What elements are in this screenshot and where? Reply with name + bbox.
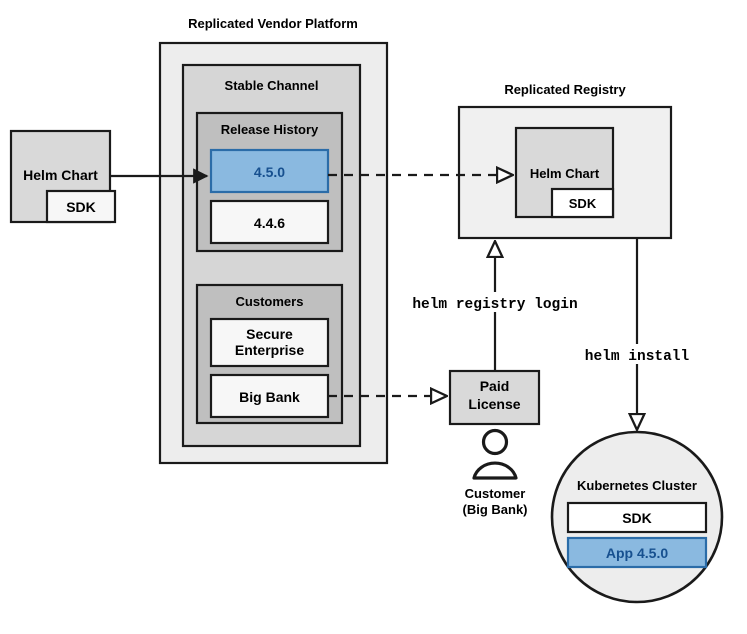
cluster-app-box [566, 536, 708, 569]
source-sdk-box [45, 189, 117, 224]
release-item-450-box[interactable] [209, 148, 330, 194]
registry-title: Replicated Registry [504, 82, 626, 97]
registry-helm-chart-label: Helm Chart [530, 166, 600, 181]
customer-big-bank-label: Big Bank [239, 389, 300, 405]
customer-secure-enterprise-box[interactable] [209, 317, 330, 368]
release-item-446-label: 4.4.6 [254, 215, 285, 231]
vendor-platform-title: Replicated Vendor Platform [188, 16, 358, 31]
release-item-446-box[interactable] [209, 199, 330, 245]
stable-channel-label: Stable Channel [225, 78, 319, 93]
customer-secure-enterprise-label-line2: Enterprise [235, 342, 304, 358]
kubernetes-cluster-label: Kubernetes Cluster [577, 478, 697, 493]
release-item-450-label: 4.5.0 [254, 164, 285, 180]
customers-label: Customers [236, 294, 304, 309]
helm-install-label-backdrop [565, 344, 710, 364]
customer-actor: Customer (Big Bank) [463, 428, 528, 517]
paid-license-node: Paid License [448, 369, 541, 426]
customer-secure-enterprise-label-line1: Secure [246, 326, 293, 342]
registry-container: Helm Chart SDK [457, 105, 673, 240]
source-sdk-label: SDK [66, 199, 96, 215]
cluster-app-label: App 4.5.0 [606, 545, 668, 561]
helm-registry-login-command-label: helm registry login [412, 297, 577, 313]
cluster-sdk-label: SDK [622, 510, 652, 526]
source-helm-chart-node: Helm Chart SDK [9, 129, 117, 224]
release-history-label: Release History [221, 122, 319, 137]
paid-license-label-line1: Paid [480, 378, 510, 394]
registry-login-label-backdrop [400, 292, 592, 312]
person-icon-head [481, 428, 509, 456]
helm-install-command-label: helm install [585, 349, 690, 365]
kubernetes-cluster-node: Kubernetes Cluster SDK App 4.5.0 [550, 430, 724, 604]
customer-actor-label-line2: (Big Bank) [463, 502, 528, 517]
registry-sdk-box [550, 187, 615, 219]
vendor-platform-container: Stable Channel Release History 4.5.0 4.4… [158, 41, 389, 465]
customer-big-bank-box[interactable] [209, 373, 330, 419]
source-helm-chart-label: Helm Chart [23, 167, 98, 183]
cluster-sdk-box [566, 501, 708, 534]
customer-actor-label-line1: Customer [465, 486, 526, 501]
registry-sdk-label: SDK [569, 196, 597, 211]
paid-license-label-line2: License [468, 396, 520, 412]
person-icon-body [472, 461, 518, 480]
